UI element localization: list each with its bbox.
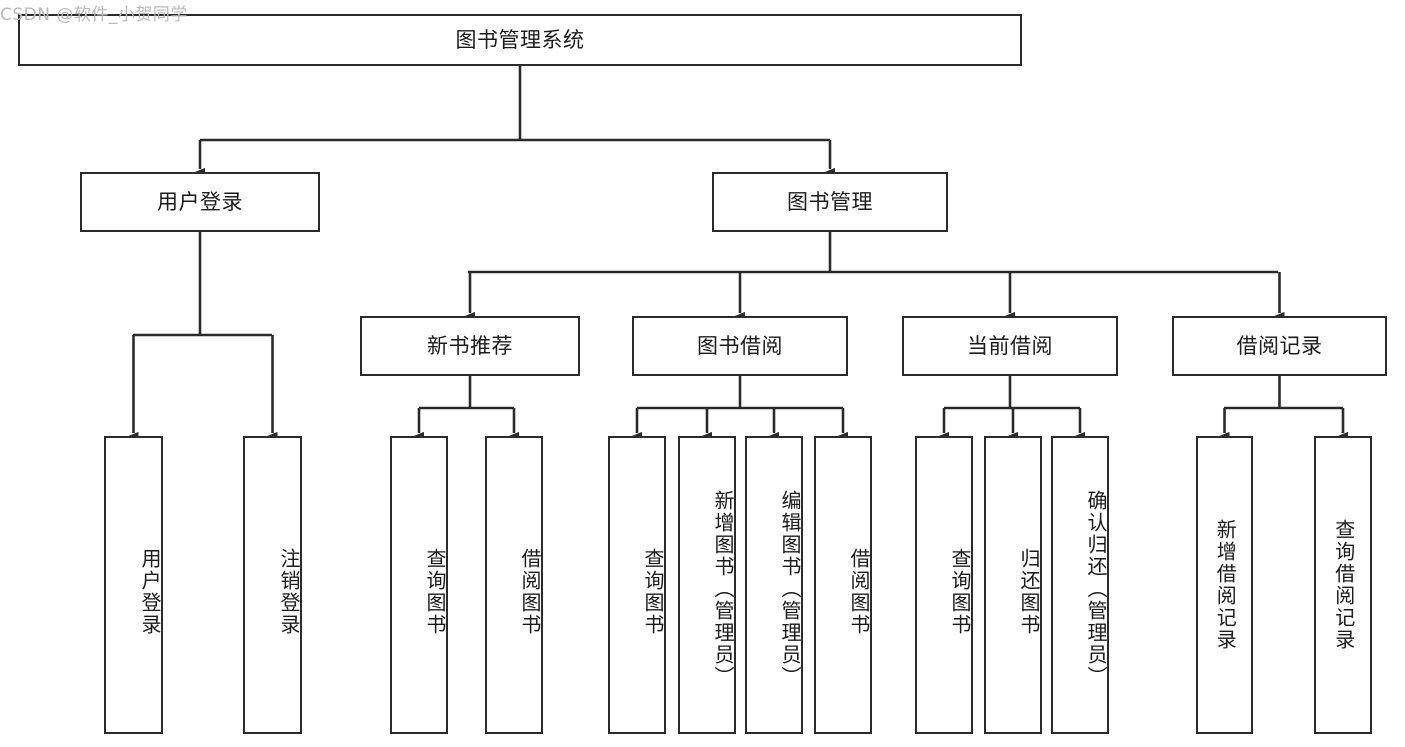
node-current-borrow[interactable]: 当前借阅 xyxy=(902,316,1118,376)
node-leaf-current-query[interactable]: 查询图书 xyxy=(915,436,973,734)
node-leaf-recommend-query[interactable]: 查询图书 xyxy=(390,436,448,734)
node-leaf-borrow-edit[interactable]: 编辑图书（管理员） xyxy=(745,436,803,734)
node-new-book-recommend[interactable]: 新书推荐 xyxy=(360,316,580,376)
node-label-new-book-recommend: 新书推荐 xyxy=(427,333,513,358)
node-label-leaf-user-logout: 注销登录 xyxy=(277,548,301,636)
node-label-leaf-record-add: 新增借阅记录 xyxy=(1213,519,1238,651)
node-label-leaf-borrow-borrow: 借阅图书 xyxy=(847,548,871,636)
node-label-leaf-borrow-query: 查询图书 xyxy=(641,548,665,636)
node-label-leaf-current-query: 查询图书 xyxy=(948,548,972,636)
node-leaf-current-confirm[interactable]: 确认归还（管理员） xyxy=(1051,436,1109,734)
node-label-borrow-record: 借阅记录 xyxy=(1236,333,1323,358)
node-label-leaf-current-return: 归还图书 xyxy=(1017,548,1041,636)
node-label-leaf-borrow-add: 新增图书（管理员） xyxy=(711,490,735,688)
node-label-root: 图书管理系统 xyxy=(455,27,585,52)
node-label-leaf-current-confirm: 确认归还（管理员） xyxy=(1084,490,1108,688)
node-label-user-login: 用户登录 xyxy=(157,189,243,214)
node-label-book-borrow: 图书借阅 xyxy=(697,333,783,358)
node-label-leaf-recommend-query: 查询图书 xyxy=(423,548,447,636)
node-leaf-user-login[interactable]: 用户登录 xyxy=(104,436,163,734)
node-book-borrow[interactable]: 图书借阅 xyxy=(632,316,848,376)
node-label-leaf-borrow-edit: 编辑图书（管理员） xyxy=(778,490,802,688)
node-leaf-record-add[interactable]: 新增借阅记录 xyxy=(1196,436,1253,734)
node-user-login[interactable]: 用户登录 xyxy=(80,172,320,232)
csdn-watermark: CSDN @软件_小贺同学 xyxy=(0,5,188,25)
node-leaf-borrow-borrow[interactable]: 借阅图书 xyxy=(814,436,872,734)
node-label-book-manage: 图书管理 xyxy=(787,189,873,214)
node-borrow-record[interactable]: 借阅记录 xyxy=(1172,316,1387,376)
node-book-manage[interactable]: 图书管理 xyxy=(712,172,948,232)
node-leaf-borrow-query[interactable]: 查询图书 xyxy=(608,436,666,734)
node-leaf-recommend-borrow[interactable]: 借阅图书 xyxy=(485,436,543,734)
edges-group xyxy=(127,66,1349,441)
node-leaf-current-return[interactable]: 归还图书 xyxy=(984,436,1042,734)
node-leaf-borrow-add[interactable]: 新增图书（管理员） xyxy=(678,436,736,734)
node-label-leaf-record-query: 查询借阅记录 xyxy=(1331,519,1356,651)
node-leaf-record-query[interactable]: 查询借阅记录 xyxy=(1314,436,1372,734)
node-leaf-user-logout[interactable]: 注销登录 xyxy=(243,436,302,734)
node-label-leaf-recommend-borrow: 借阅图书 xyxy=(518,548,542,636)
node-root[interactable]: 图书管理系统 xyxy=(18,14,1022,66)
node-label-current-borrow: 当前借阅 xyxy=(967,333,1053,358)
node-label-leaf-user-login: 用户登录 xyxy=(138,548,162,636)
